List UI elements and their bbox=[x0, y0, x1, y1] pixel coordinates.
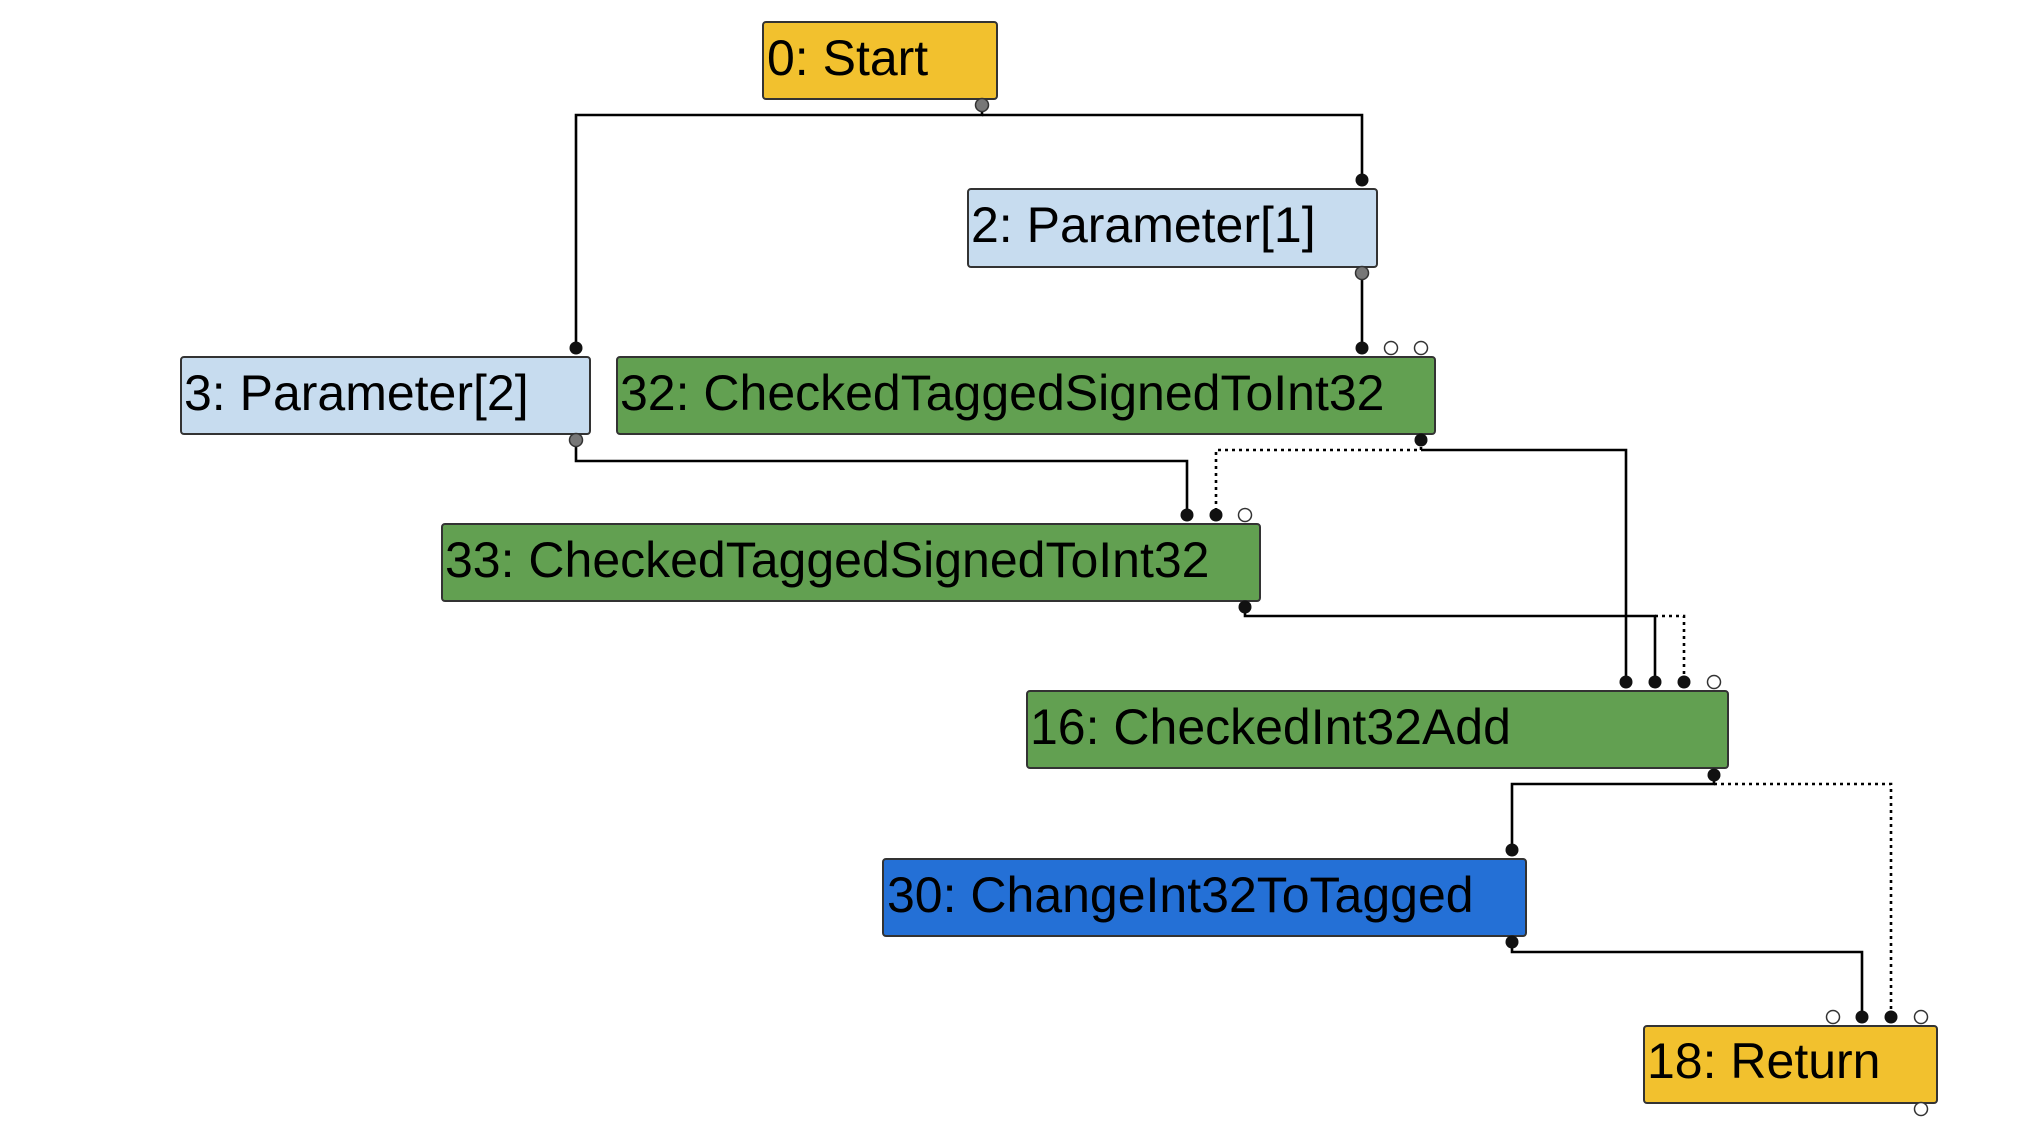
empty-port[interactable] bbox=[1706, 674, 1722, 690]
output-port[interactable] bbox=[1238, 600, 1252, 614]
node-checked-tagged-32[interactable]: 32: CheckedTaggedSignedToInt32 bbox=[616, 356, 1436, 435]
node-checked-tagged-32-box bbox=[616, 356, 1436, 435]
node-checked-tagged-33[interactable]: 33: CheckedTaggedSignedToInt32 bbox=[441, 523, 1261, 602]
empty-port[interactable] bbox=[1825, 1009, 1841, 1025]
input-port[interactable] bbox=[1855, 1010, 1869, 1024]
node-return[interactable]: 18: Return bbox=[1643, 1025, 1938, 1104]
input-port[interactable] bbox=[1677, 675, 1691, 689]
edge-n30-n18 bbox=[1510, 942, 1864, 1017]
input-port[interactable] bbox=[1355, 173, 1369, 187]
empty-port[interactable] bbox=[1237, 507, 1253, 523]
node-return-label: 18: Return bbox=[1647, 1033, 1880, 1089]
edge-n16-n30 bbox=[1510, 775, 1716, 850]
ports bbox=[568, 97, 1929, 1117]
empty-port[interactable] bbox=[1413, 340, 1429, 356]
node-checked-int32-add-label: 16: CheckedInt32Add bbox=[1030, 699, 1511, 755]
node-change-int32-to-tagged-box bbox=[882, 858, 1527, 937]
empty-port[interactable] bbox=[1913, 1009, 1929, 1025]
edge-n3-n33 bbox=[574, 440, 1189, 515]
input-port[interactable] bbox=[1505, 843, 1519, 857]
empty-port[interactable] bbox=[1383, 340, 1399, 356]
empty-port[interactable] bbox=[1913, 1101, 1929, 1117]
edge-n32-n33-dotted bbox=[1214, 440, 1423, 515]
output-port[interactable] bbox=[974, 97, 990, 113]
node-start-label: 0: Start bbox=[767, 30, 928, 86]
output-port[interactable] bbox=[1414, 433, 1428, 447]
output-port[interactable] bbox=[1707, 768, 1721, 782]
input-port[interactable] bbox=[1648, 675, 1662, 689]
output-port[interactable] bbox=[1505, 935, 1519, 949]
input-port[interactable] bbox=[569, 341, 583, 355]
input-port[interactable] bbox=[1884, 1010, 1898, 1024]
node-parameter-1-box bbox=[967, 188, 1378, 268]
input-port[interactable] bbox=[1209, 508, 1223, 522]
edge-n16-n18-dotted bbox=[1714, 782, 1893, 1017]
node-start[interactable]: 0: Start bbox=[762, 21, 998, 100]
node-checked-tagged-33-label: 33: CheckedTaggedSignedToInt32 bbox=[445, 532, 1209, 588]
node-return-box bbox=[1643, 1025, 1938, 1104]
node-parameter-1[interactable]: 2: Parameter[1] bbox=[967, 188, 1378, 268]
output-port[interactable] bbox=[568, 432, 584, 448]
edge-n33-n16-dotted bbox=[1655, 614, 1686, 682]
input-port[interactable] bbox=[1355, 341, 1369, 355]
input-port[interactable] bbox=[1180, 508, 1194, 522]
node-checked-int32-add[interactable]: 16: CheckedInt32Add bbox=[1026, 690, 1729, 769]
node-parameter-2-label: 3: Parameter[2] bbox=[184, 365, 529, 421]
edge-n0-n2 bbox=[982, 113, 1364, 180]
node-checked-tagged-32-label: 32: CheckedTaggedSignedToInt32 bbox=[620, 365, 1384, 421]
node-checked-tagged-33-box bbox=[441, 523, 1261, 602]
node-parameter-2[interactable]: 3: Parameter[2] bbox=[180, 356, 591, 435]
edge-n32-n16 bbox=[1421, 448, 1628, 682]
input-port[interactable] bbox=[1619, 675, 1633, 689]
edges bbox=[574, 105, 1893, 1017]
node-change-int32-to-tagged-label: 30: ChangeInt32ToTagged bbox=[887, 867, 1474, 923]
edge-n33-n16 bbox=[1243, 607, 1657, 682]
node-parameter-2-box bbox=[180, 356, 591, 435]
edge-n0-n3 bbox=[574, 105, 984, 348]
node-parameter-1-label: 2: Parameter[1] bbox=[971, 197, 1316, 253]
node-checked-int32-add-box bbox=[1026, 690, 1729, 769]
node-start-box bbox=[762, 21, 998, 100]
node-change-int32-to-tagged[interactable]: 30: ChangeInt32ToTagged bbox=[882, 858, 1527, 937]
output-port[interactable] bbox=[1354, 265, 1370, 281]
